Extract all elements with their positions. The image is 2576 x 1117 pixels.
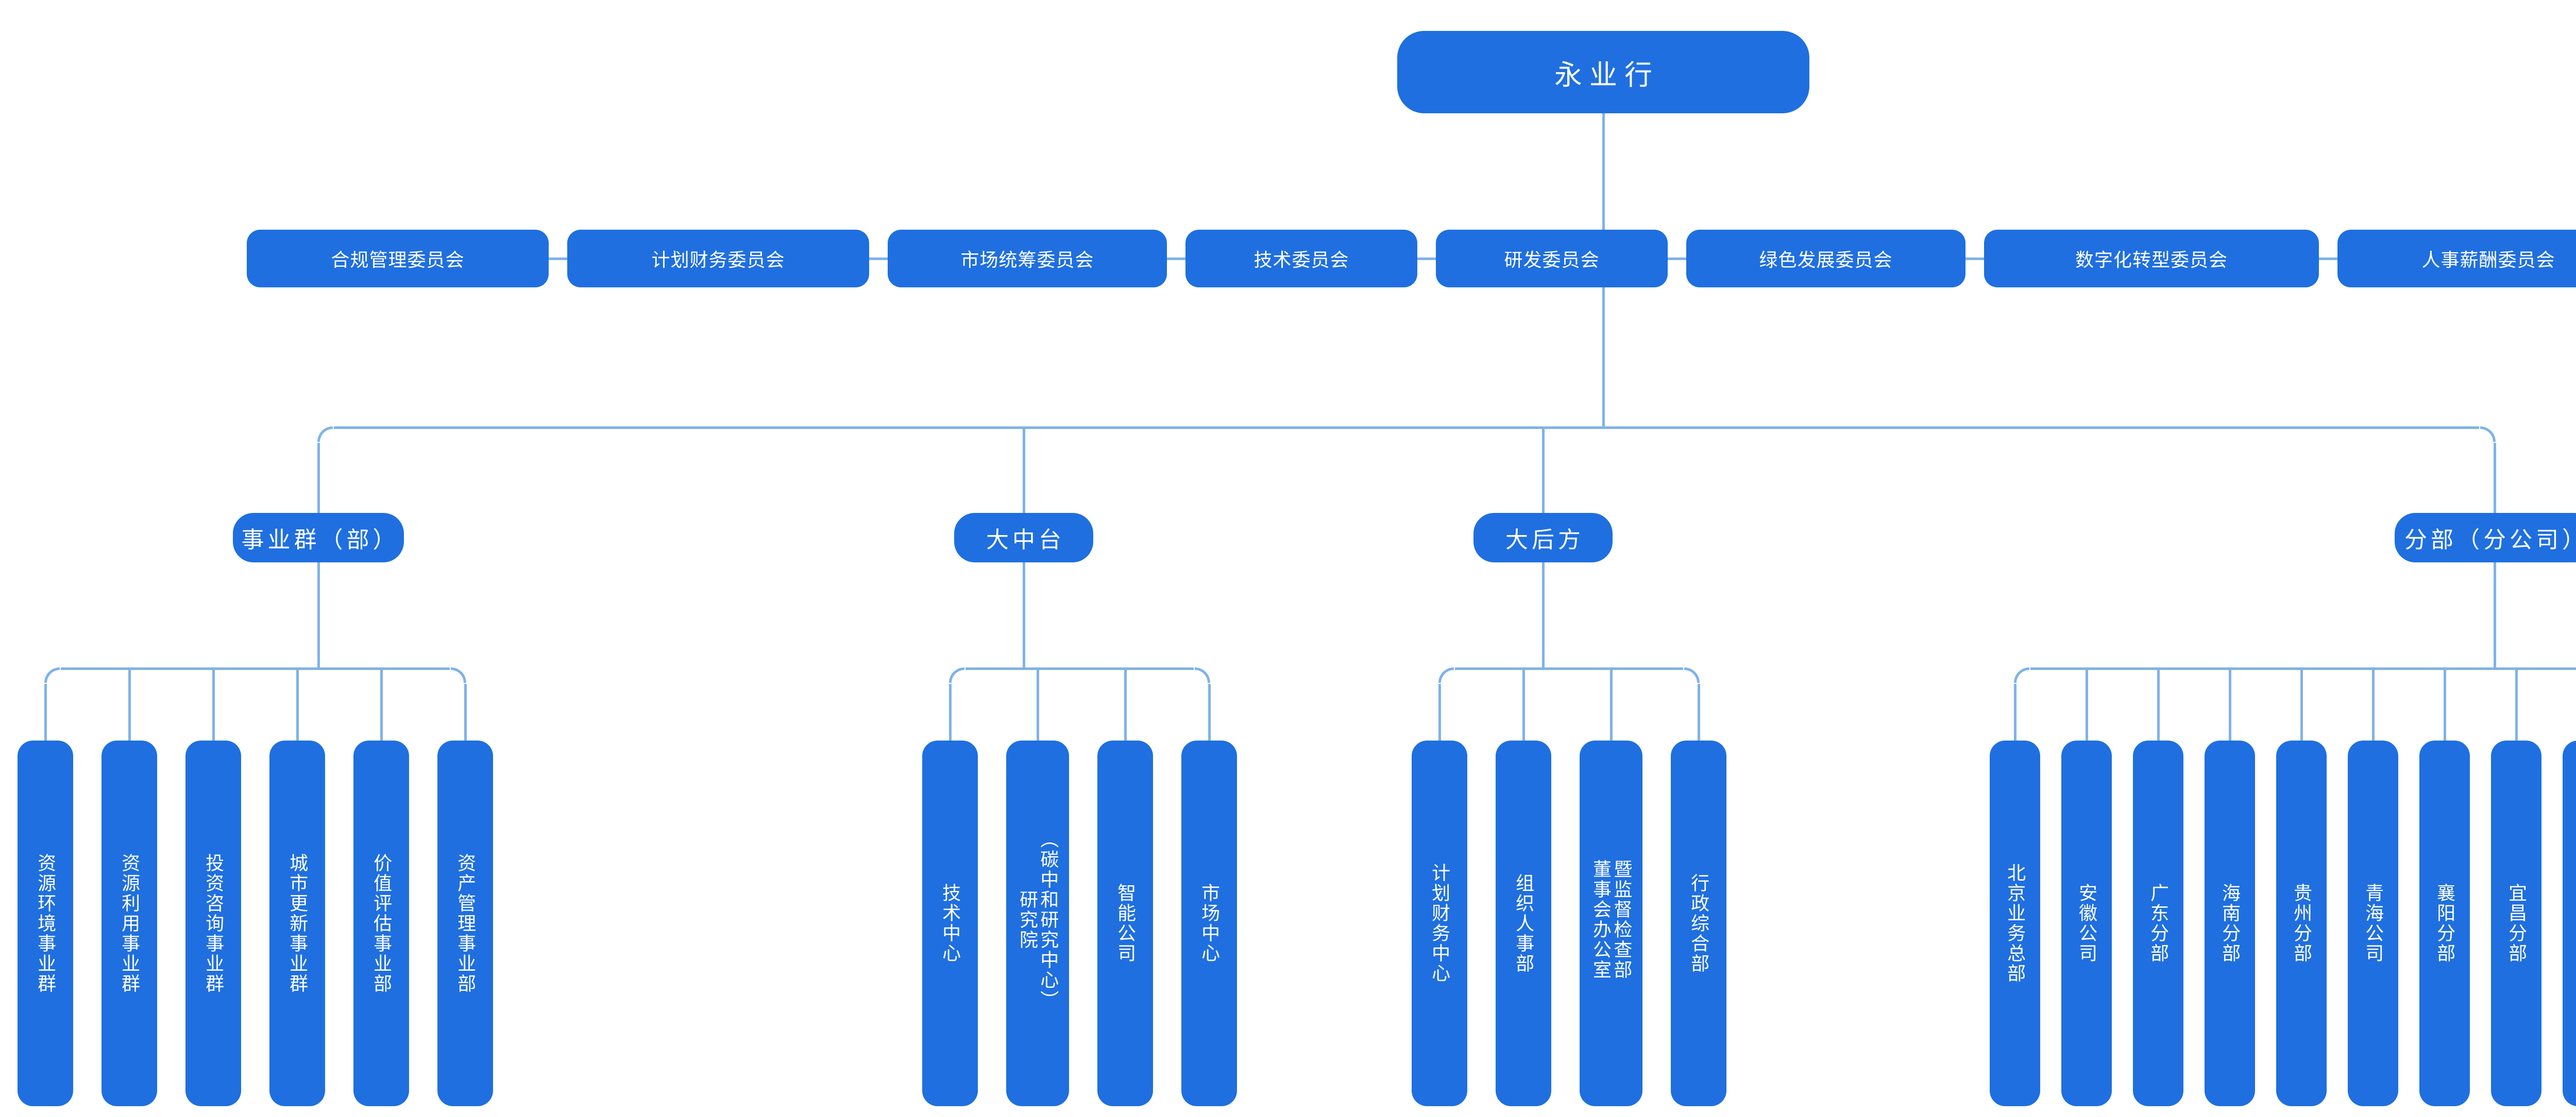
leaf-node-branches-2[interactable]: 广东分部: [2133, 741, 2183, 1106]
connector-horizontal: [334, 426, 2479, 429]
leaf-node-branches-0[interactable]: 北京业务总部: [1990, 741, 2040, 1106]
leaf-node-branches-1[interactable]: 安徽公司: [2061, 741, 2112, 1106]
connector-vertical: [1602, 287, 1605, 427]
connector-horizontal: [965, 667, 1194, 670]
leaf-node-branches-8[interactable]: 黄石分部: [2563, 741, 2576, 1106]
connector-vertical: [1522, 668, 1525, 741]
connector-elbow: [949, 667, 964, 683]
connector-vertical: [2229, 668, 2231, 741]
connector-vertical: [2494, 562, 2496, 668]
leaf-node-business-groups-2[interactable]: 投资咨询事业群: [185, 741, 241, 1106]
connector-vertical: [2494, 443, 2496, 513]
connector-vertical: [317, 443, 320, 513]
leaf-node-branches-4[interactable]: 贵州分部: [2276, 741, 2327, 1106]
connector-vertical: [1438, 684, 1441, 741]
connector-horizontal: [1417, 257, 1436, 260]
connector-vertical: [1698, 684, 1700, 741]
connector-vertical: [212, 668, 215, 741]
connector-horizontal: [869, 257, 888, 260]
connector-horizontal: [2030, 667, 2576, 670]
leaf-node-middle-platform-2[interactable]: 智能公司: [1097, 741, 1153, 1106]
connector-vertical: [2515, 668, 2518, 741]
committee-node-4[interactable]: 研发委员会: [1436, 230, 1668, 287]
committee-node-0[interactable]: 合规管理委员会: [247, 230, 549, 287]
connector-elbow: [2480, 426, 2496, 442]
connector-vertical: [1610, 668, 1613, 741]
connector-vertical: [2014, 684, 2016, 741]
connector-elbow: [317, 426, 333, 442]
leaf-node-back-office-2-column: 暨监督检查部: [1611, 860, 1633, 980]
committee-node-5[interactable]: 绿色发展委员会: [1686, 230, 1965, 287]
connector-elbow: [1195, 667, 1210, 683]
leaf-node-branches-3[interactable]: 海南分部: [2205, 741, 2255, 1106]
committee-node-7[interactable]: 人事薪酬委员会: [2337, 230, 2576, 287]
leaf-node-back-office-2[interactable]: 董事会办公室暨监督检查部: [1580, 741, 1642, 1106]
connector-vertical: [1023, 562, 1025, 668]
leaf-node-business-groups-4[interactable]: 价值评估事业部: [353, 741, 409, 1106]
leaf-node-business-groups-5[interactable]: 资产管理事业部: [437, 741, 493, 1106]
connector-vertical: [317, 562, 320, 668]
connector-vertical: [1602, 113, 1605, 230]
leaf-node-middle-platform-1-column: 研究院: [1017, 889, 1038, 950]
connector-vertical: [44, 684, 47, 741]
connector-horizontal: [1167, 257, 1185, 260]
connector-vertical: [949, 684, 952, 741]
connector-horizontal: [1668, 257, 1686, 260]
connector-vertical: [128, 668, 131, 741]
leaf-node-business-groups-0[interactable]: 资源环境事业群: [18, 741, 73, 1106]
connector-vertical: [464, 684, 467, 741]
connector-horizontal: [2319, 257, 2337, 260]
connector-vertical: [2444, 668, 2446, 741]
connector-vertical: [1023, 427, 1025, 513]
leaf-node-middle-platform-0[interactable]: 技术中心: [922, 741, 978, 1106]
leaf-node-branches-7[interactable]: 宜昌分部: [2491, 741, 2541, 1106]
connector-vertical: [1124, 668, 1127, 741]
group-node-branches[interactable]: 分部（分公司）: [2395, 513, 2576, 562]
connector-elbow: [451, 667, 466, 683]
group-node-business-groups[interactable]: 事业群（部）: [233, 513, 404, 562]
connector-horizontal: [1965, 257, 1984, 260]
connector-horizontal: [1455, 667, 1683, 670]
leaf-node-branches-5[interactable]: 青海公司: [2348, 741, 2398, 1106]
root-node[interactable]: 永业行: [1397, 31, 1809, 113]
connector-vertical: [1037, 668, 1039, 741]
leaf-node-back-office-1[interactable]: 组织人事部: [1496, 741, 1551, 1106]
connector-elbow: [1438, 667, 1454, 683]
connector-vertical: [2157, 668, 2160, 741]
connector-vertical: [380, 668, 383, 741]
leaf-node-middle-platform-1[interactable]: 研究院（碳中和研究中心）: [1006, 741, 1069, 1106]
connector-elbow: [1684, 667, 1700, 683]
leaf-node-middle-platform-3[interactable]: 市场中心: [1181, 741, 1237, 1106]
leaf-node-back-office-2-column: 董事会办公室: [1590, 860, 1612, 980]
committee-node-2[interactable]: 市场统筹委员会: [888, 230, 1167, 287]
connector-vertical: [2372, 668, 2375, 741]
connector-vertical: [1208, 684, 1211, 741]
connector-elbow: [2014, 667, 2029, 683]
connector-vertical: [1542, 427, 1545, 513]
leaf-node-back-office-0[interactable]: 计划财务中心: [1412, 741, 1467, 1106]
leaf-node-branches-6[interactable]: 襄阳分部: [2419, 741, 2470, 1106]
connector-elbow: [44, 667, 60, 683]
committee-node-1[interactable]: 计划财务委员会: [567, 230, 869, 287]
leaf-node-business-groups-1[interactable]: 资源利用事业群: [101, 741, 157, 1106]
leaf-node-back-office-3[interactable]: 行政综合部: [1671, 741, 1726, 1106]
committee-node-6[interactable]: 数字化转型委员会: [1984, 230, 2319, 287]
connector-horizontal: [549, 257, 567, 260]
connector-vertical: [2086, 668, 2088, 741]
group-node-back-office[interactable]: 大后方: [1473, 513, 1613, 562]
connector-vertical: [1542, 562, 1545, 668]
connector-vertical: [296, 668, 299, 741]
committee-node-3[interactable]: 技术委员会: [1185, 230, 1417, 287]
group-node-middle-platform[interactable]: 大中台: [954, 513, 1093, 562]
leaf-node-middle-platform-1-column: （碳中和研究中心）: [1038, 829, 1059, 1010]
connector-vertical: [2300, 668, 2303, 741]
leaf-node-business-groups-3[interactable]: 城市更新事业群: [269, 741, 325, 1106]
connector-horizontal: [61, 667, 450, 670]
